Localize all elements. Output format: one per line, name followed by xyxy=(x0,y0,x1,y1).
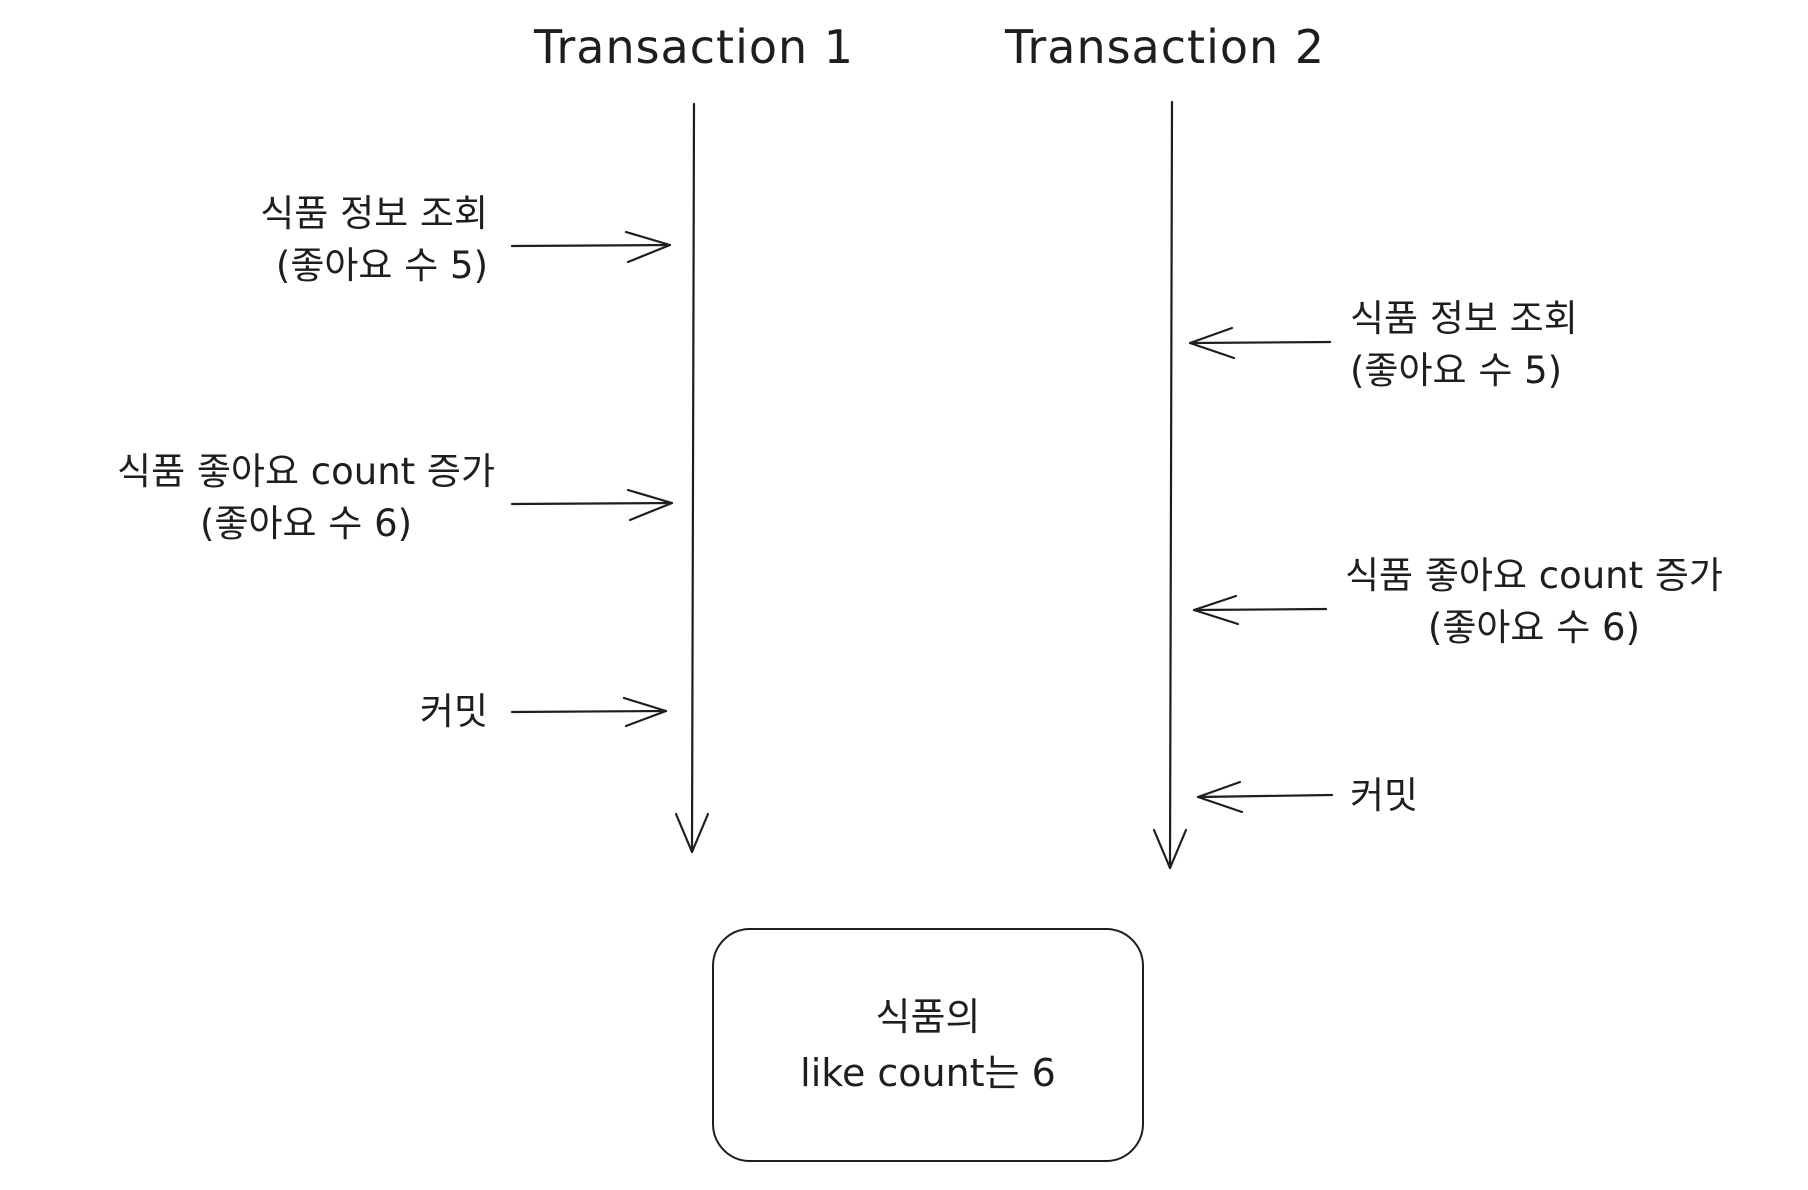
step-label: 식품 정보 조회 xyxy=(1350,297,1578,340)
step-like-count: (좋아요 수 6) xyxy=(199,502,413,545)
result-box: 식품의 like count는 6 xyxy=(712,928,1144,1162)
t1-step-commit: 커밋 xyxy=(420,686,488,738)
step-label: 식품 정보 조회 xyxy=(260,192,488,235)
t2-step-read-food-info: 식품 정보 조회 (좋아요 수 5) xyxy=(1350,293,1578,397)
transaction-1-timeline-arrow xyxy=(674,102,710,854)
t2-step-commit: 커밋 xyxy=(1350,770,1418,822)
result-line-2: like count는 6 xyxy=(800,1051,1056,1095)
step-label: 식품 좋아요 count 증가 xyxy=(117,450,495,493)
step-like-count: (좋아요 수 6) xyxy=(1427,606,1641,649)
t1-step-increment-like: 식품 좋아요 count 증가 (좋아요 수 6) xyxy=(117,446,495,550)
t1-step1-arrow xyxy=(510,230,672,264)
step-label: 식품 좋아요 count 증가 xyxy=(1345,554,1723,597)
t2-step-increment-like: 식품 좋아요 count 증가 (좋아요 수 6) xyxy=(1345,550,1723,654)
transaction-1-title: Transaction 1 xyxy=(534,20,855,74)
step-label: 커밋 xyxy=(1350,774,1419,817)
transaction-2-timeline-arrow xyxy=(1152,100,1188,870)
step-like-count: (좋아요 수 5) xyxy=(275,244,488,287)
t2-step2-arrow xyxy=(1192,594,1328,626)
step-label: 커밋 xyxy=(419,690,488,733)
step-like-count: (좋아요 수 5) xyxy=(1350,349,1563,392)
result-line-1: 식품의 xyxy=(875,995,981,1039)
t1-step2-arrow xyxy=(510,488,674,522)
t1-step3-arrow xyxy=(510,696,668,728)
t2-step3-arrow xyxy=(1196,780,1334,814)
t1-step-read-food-info: 식품 정보 조회 (좋아요 수 5) xyxy=(260,188,488,292)
transaction-2-title: Transaction 2 xyxy=(1005,20,1326,74)
t2-step1-arrow xyxy=(1188,326,1332,360)
